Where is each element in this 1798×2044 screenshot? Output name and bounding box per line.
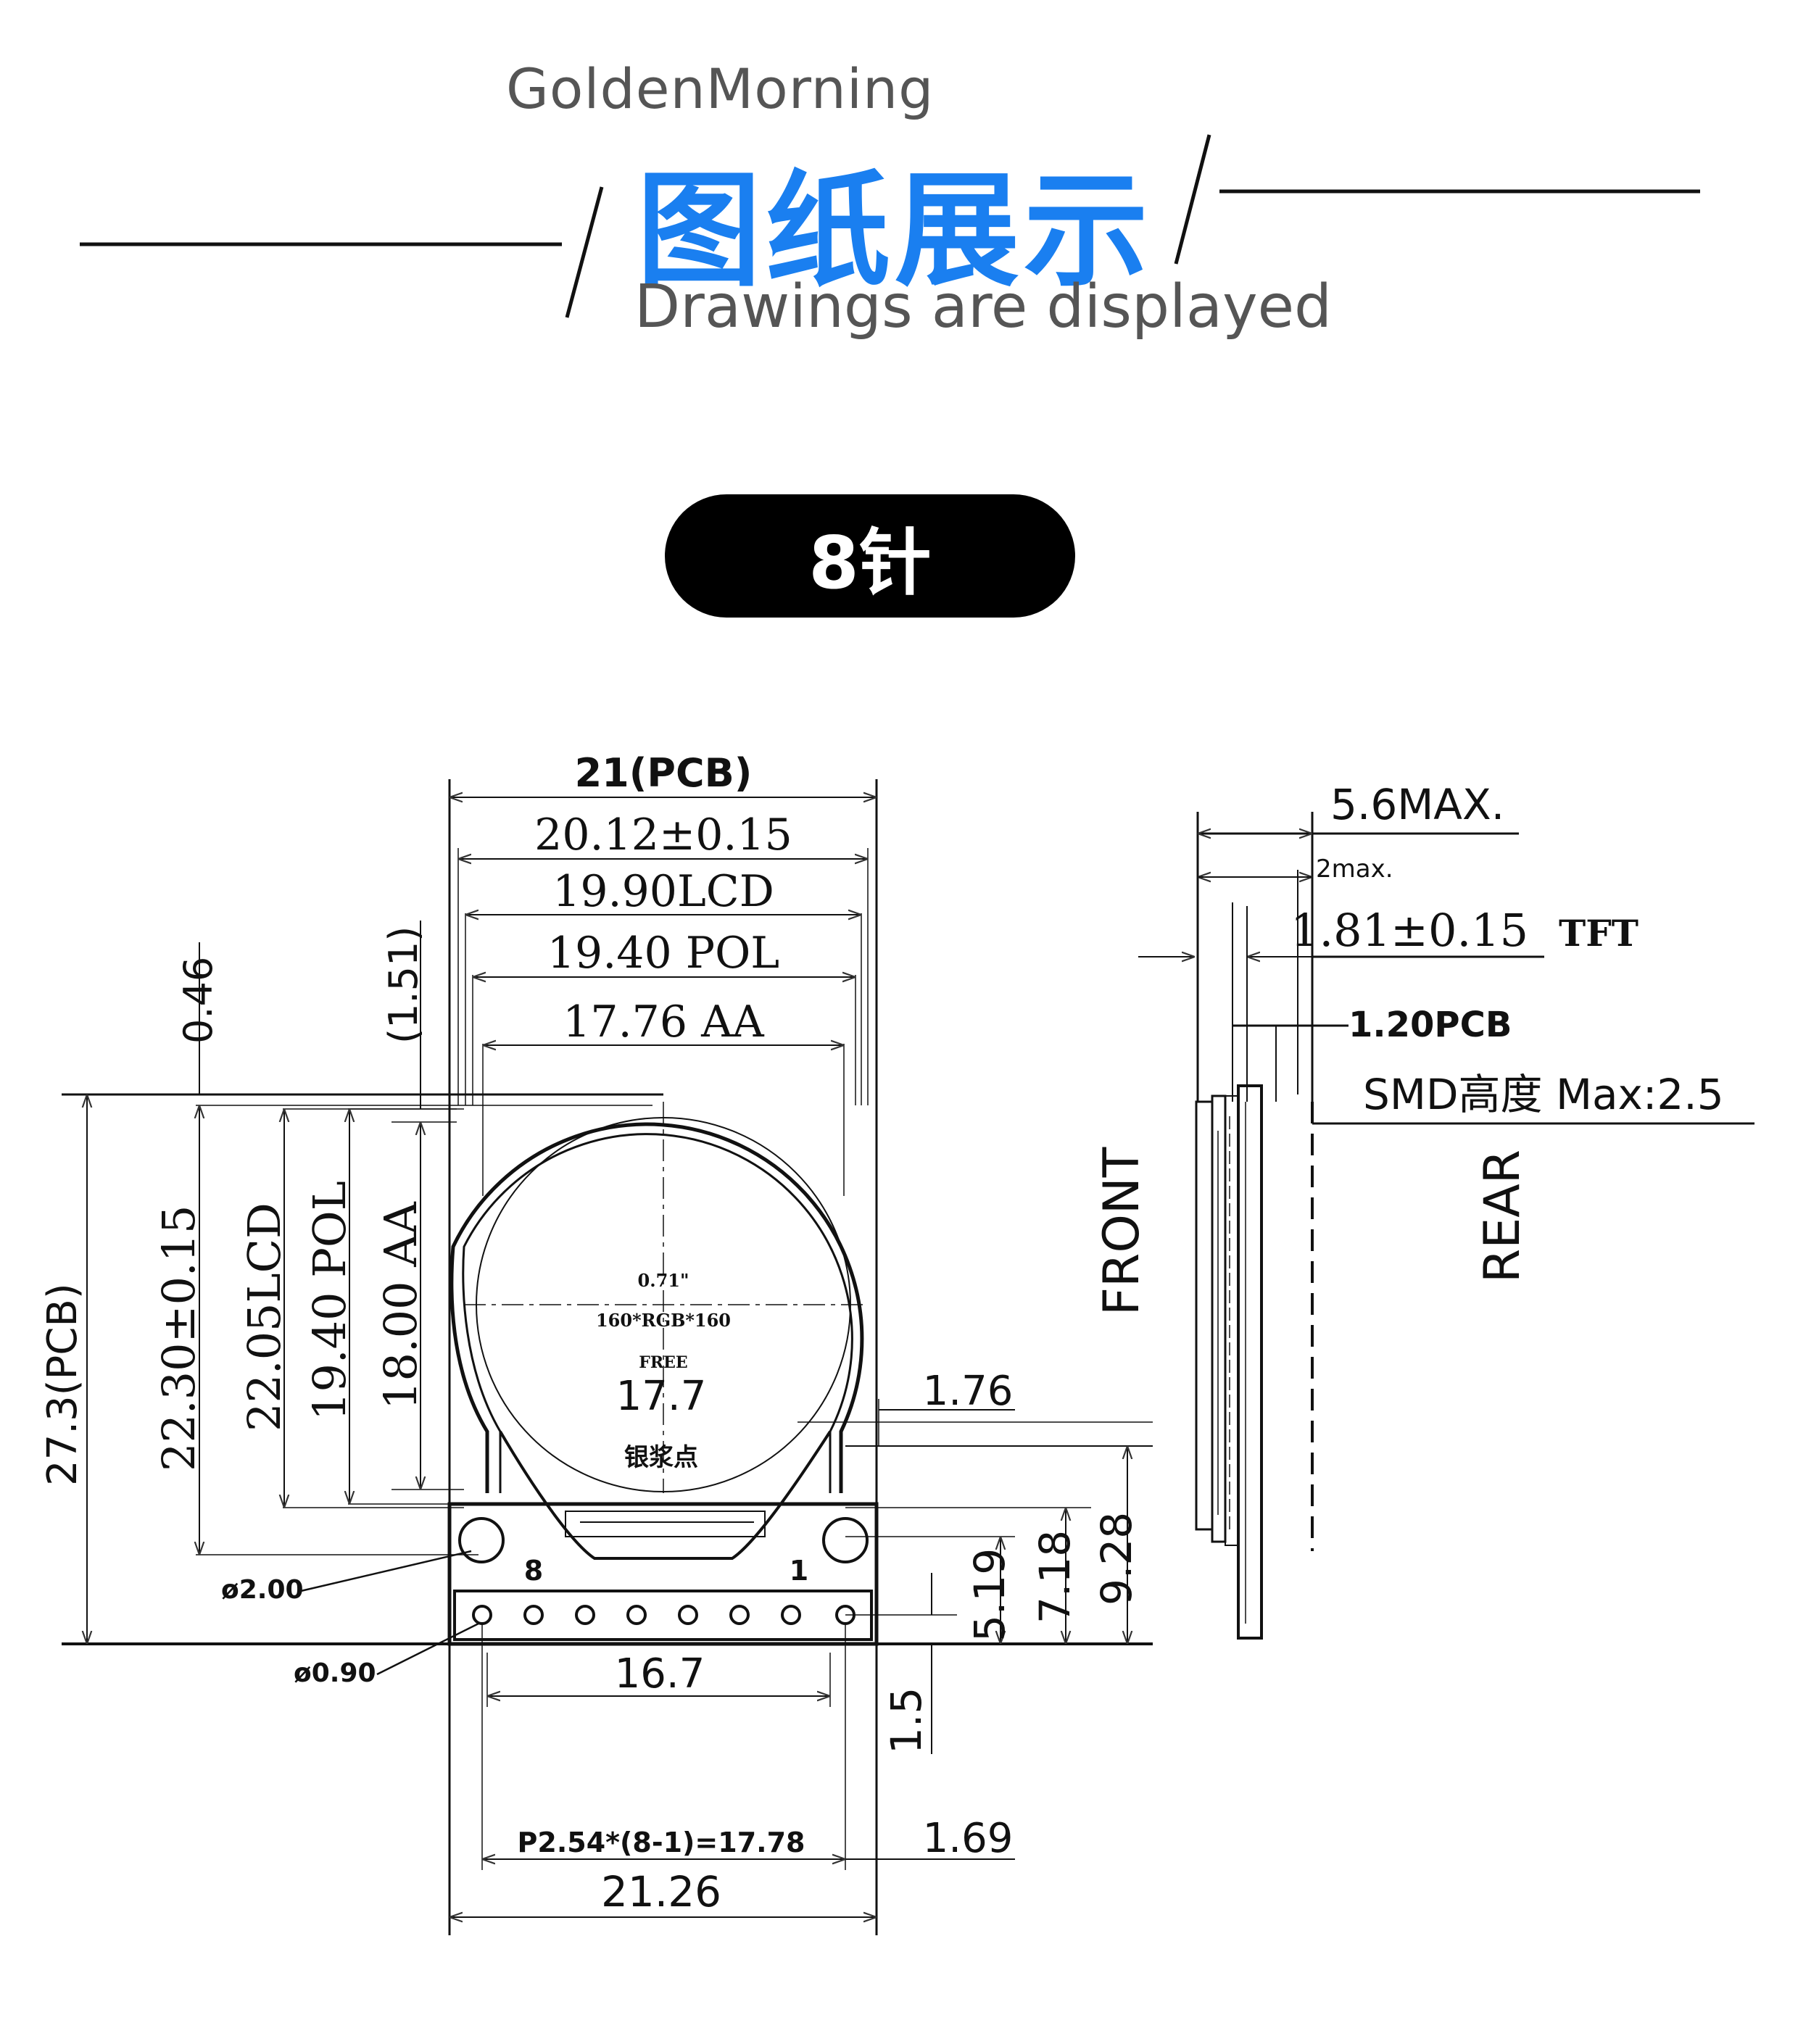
dim-9-28: 9.28 bbox=[1092, 1512, 1141, 1605]
dim-top-offset: 0.46 bbox=[175, 957, 221, 1044]
pin-diameter: ø0.90 bbox=[294, 1658, 376, 1688]
pin-1-label: 1 bbox=[790, 1555, 808, 1587]
dim-pcb-width: 21(PCB) bbox=[575, 750, 753, 796]
pin-8-label: 8 bbox=[524, 1555, 543, 1587]
silver-point-label: 银浆点 bbox=[624, 1443, 698, 1472]
dim-lcd-width: 19.90LCD bbox=[552, 866, 774, 917]
dim-offset-1-51: (1.51) bbox=[381, 926, 426, 1044]
page-subtitle: Drawings are displayed bbox=[634, 273, 1333, 341]
dim-tft-thickness: 1.81±0.15 bbox=[1290, 904, 1528, 957]
dim-aa-width: 17.76 AA bbox=[563, 997, 764, 1047]
pitch-formula: P2.54*(8-1)=17.78 bbox=[518, 1827, 805, 1858]
dim-pcb-height: 27.3(PCB) bbox=[39, 1283, 86, 1486]
panel-size: 0.71" bbox=[638, 1270, 689, 1291]
dim-pol-height: 19.40 POL bbox=[303, 1181, 356, 1421]
front-view-label: FRONT bbox=[1093, 1147, 1151, 1316]
dim-17-7: 17.7 bbox=[616, 1373, 707, 1420]
free-label: FREE bbox=[639, 1353, 687, 1372]
front-view-labels: 21(PCB) 20.12±0.15 19.90LCD 19.40 POL 17… bbox=[39, 750, 1151, 1916]
brand-name: GoldenMorning bbox=[506, 57, 935, 121]
page-title: 图纸展示 bbox=[637, 158, 1153, 304]
dim-1-5: 1.5 bbox=[882, 1687, 931, 1754]
dim-16-7: 16.7 bbox=[615, 1650, 705, 1698]
front-horizontal-dimensions bbox=[62, 797, 1153, 1917]
dim-2max: 2max. bbox=[1316, 855, 1393, 884]
dim-outline-height: 22.30±0.15 bbox=[152, 1205, 205, 1472]
hole-diameter: ø2.00 bbox=[221, 1575, 304, 1605]
dim-pcb-thickness: 1.20PCB bbox=[1348, 1005, 1512, 1045]
dim-lcd-height: 22.05LCD bbox=[238, 1202, 291, 1432]
dim-21-26: 21.26 bbox=[601, 1867, 721, 1916]
dim-7-18: 7.18 bbox=[1030, 1530, 1080, 1624]
smd-height: SMD高度 Max:2.5 bbox=[1363, 1070, 1724, 1119]
dim-1-76: 1.76 bbox=[923, 1368, 1014, 1415]
header-decoration bbox=[80, 134, 1700, 318]
resolution: 160*RGB*160 bbox=[596, 1310, 731, 1331]
dim-pol-width: 19.40 POL bbox=[547, 928, 779, 979]
rear-view-label: REAR bbox=[1474, 1150, 1531, 1283]
pin-count-badge: 8针 bbox=[665, 494, 1075, 618]
front-view-outline bbox=[447, 779, 879, 1935]
dim-max-thickness: 5.6MAX. bbox=[1330, 780, 1504, 829]
dim-outline-width: 20.12±0.15 bbox=[534, 810, 792, 860]
dim-aa-height: 18.00 AA bbox=[374, 1201, 427, 1410]
side-view-labels: 5.6MAX. 2max. 1.81±0.15 TFT 1.20PCB SMD高… bbox=[1290, 780, 1724, 1283]
dim-5-19: 5.19 bbox=[965, 1548, 1014, 1642]
tft-label: TFT bbox=[1559, 912, 1638, 955]
dim-1-69: 1.69 bbox=[923, 1815, 1014, 1862]
side-view-outline bbox=[1138, 812, 1754, 1640]
